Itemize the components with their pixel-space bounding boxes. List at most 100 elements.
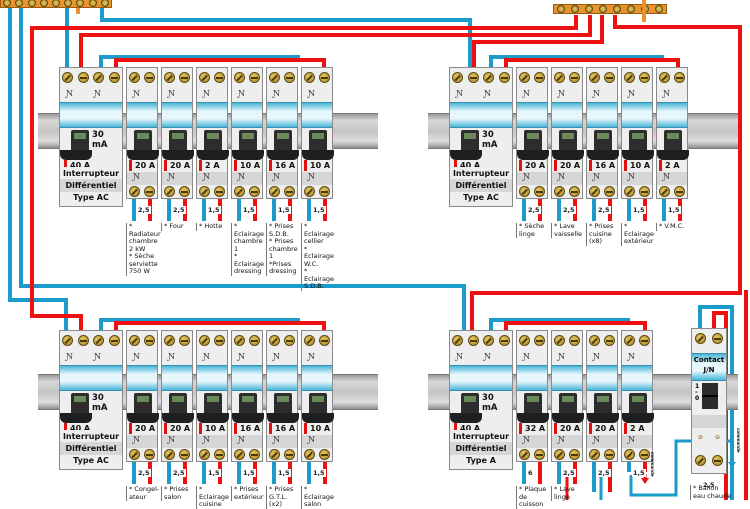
wire-section: 2,5: [562, 206, 576, 214]
terminals-bottom: [552, 186, 582, 197]
differential-type: Type AC: [73, 193, 109, 202]
neutral-wire: [100, 5, 472, 67]
terminals-bottom: [552, 449, 582, 460]
circuit-breaker: Ɲ 20 A Ɲ: [551, 67, 584, 199]
command-terminal-icon: ⊘: [697, 434, 704, 441]
breaker-toggle[interactable]: [204, 130, 222, 156]
contactor-title: Contact: [693, 356, 725, 364]
breaker-toggle[interactable]: [239, 130, 257, 156]
breaker-toggle[interactable]: [524, 393, 542, 419]
breaker-toggle[interactable]: [559, 393, 577, 419]
screw-icon: [179, 335, 190, 346]
terminals-bottom: [127, 186, 157, 197]
screw-icon: [199, 449, 210, 460]
toggle-lever: [267, 413, 299, 423]
switch-symbol-icon: Ɲ: [593, 352, 600, 361]
screw-icon: [304, 335, 315, 346]
module-band: [60, 102, 122, 128]
rating-mark: [164, 423, 167, 434]
label-strip: [127, 172, 157, 185]
phase-wire: [30, 15, 578, 300]
breaker-toggle[interactable]: [274, 393, 292, 419]
breaker-toggle[interactable]: [239, 393, 257, 419]
screw-icon: [519, 335, 530, 346]
terminals-top: [197, 72, 227, 83]
module-band: [517, 102, 547, 128]
screw-icon: [304, 186, 315, 197]
breaker-toggle[interactable]: [169, 130, 187, 156]
differential-toggle[interactable]: [461, 130, 479, 156]
neutral-output-wire: [627, 462, 631, 472]
switch-symbol-icon: Ɲ: [273, 172, 280, 181]
busbar-screw: [100, 0, 109, 7]
screw-icon: [199, 72, 210, 83]
label-strip: [657, 172, 687, 185]
breaker-toggle[interactable]: [629, 130, 647, 156]
wire-section: 2,5: [172, 469, 186, 477]
circuit-breaker: Ɲ 16 A Ɲ: [266, 330, 299, 462]
breaker-toggle[interactable]: [559, 130, 577, 156]
terminals-top: [552, 72, 582, 83]
switch-symbol-icon: Ɲ: [238, 172, 245, 181]
breaker-toggle[interactable]: [204, 393, 222, 419]
breaker-toggle[interactable]: [309, 130, 327, 156]
phase-comb: [504, 58, 680, 67]
switch-symbol-icon: Ɲ: [133, 89, 140, 98]
differential-toggle[interactable]: [461, 393, 479, 419]
screw-icon: [519, 449, 530, 460]
screw-icon: [554, 72, 565, 83]
module-band: [450, 102, 512, 128]
neutral-output-wire: [557, 199, 561, 221]
screw-icon: [77, 72, 89, 83]
breaker-toggle[interactable]: [524, 130, 542, 156]
differential-toggle[interactable]: [71, 393, 89, 419]
differential-switch: Ɲ Ɲ 30 mA 40 A: [59, 330, 123, 434]
differential-type: Type A: [466, 456, 496, 465]
terminals-bottom: [587, 449, 617, 460]
screw-icon: [695, 333, 706, 344]
breaker-toggle[interactable]: [664, 130, 682, 156]
breaker-toggle[interactable]: [274, 130, 292, 156]
label-strip: [162, 435, 192, 448]
wire-section: 1,5: [632, 206, 646, 214]
screw-icon: [93, 72, 105, 83]
busbar-screw: [51, 0, 60, 7]
differential-toggle[interactable]: [71, 130, 89, 156]
toggle-lever: [60, 413, 92, 423]
breaker-toggle[interactable]: [134, 393, 152, 419]
breaker-toggle[interactable]: [629, 393, 647, 419]
differential-line2: Différentiel: [65, 444, 117, 453]
module-band: [622, 102, 652, 128]
terminals-bottom: [232, 449, 262, 460]
switch-symbol-icon: Ɲ: [523, 172, 530, 181]
wire-section: 1,5: [632, 469, 646, 477]
contactor-switch[interactable]: [702, 383, 718, 409]
toggle-lever: [450, 150, 482, 160]
busbar-screw: [655, 5, 663, 13]
circuit-label: * Prises G.T.L. (x2): [266, 485, 301, 509]
screw-icon: [62, 335, 74, 346]
module-band: [552, 365, 582, 391]
screw-icon: [498, 335, 510, 346]
breaker-toggle[interactable]: [169, 393, 187, 419]
module-band: [232, 102, 262, 128]
circuit-label: * Lave vaisselle: [551, 222, 586, 238]
neutral-wire: [19, 5, 466, 330]
rating-mark: [589, 160, 592, 171]
screw-icon: [199, 186, 210, 197]
screw-icon: [554, 449, 565, 460]
neutral-output-wire: [307, 199, 311, 221]
screw-icon: [589, 335, 600, 346]
label-strip: [517, 172, 547, 185]
terminals-top: [267, 72, 297, 83]
breaker-toggle[interactable]: [309, 393, 327, 419]
circuit-label: * Lave linge: [551, 485, 586, 501]
screw-icon: [319, 449, 330, 460]
screw-icon: [624, 449, 635, 460]
breaker-toggle[interactable]: [594, 393, 612, 419]
breaker-toggle[interactable]: [594, 130, 612, 156]
rating-mark: [199, 423, 202, 434]
busbar-screw: [15, 0, 24, 7]
switch-symbol-icon: Ɲ: [66, 89, 73, 98]
breaker-toggle[interactable]: [134, 130, 152, 156]
